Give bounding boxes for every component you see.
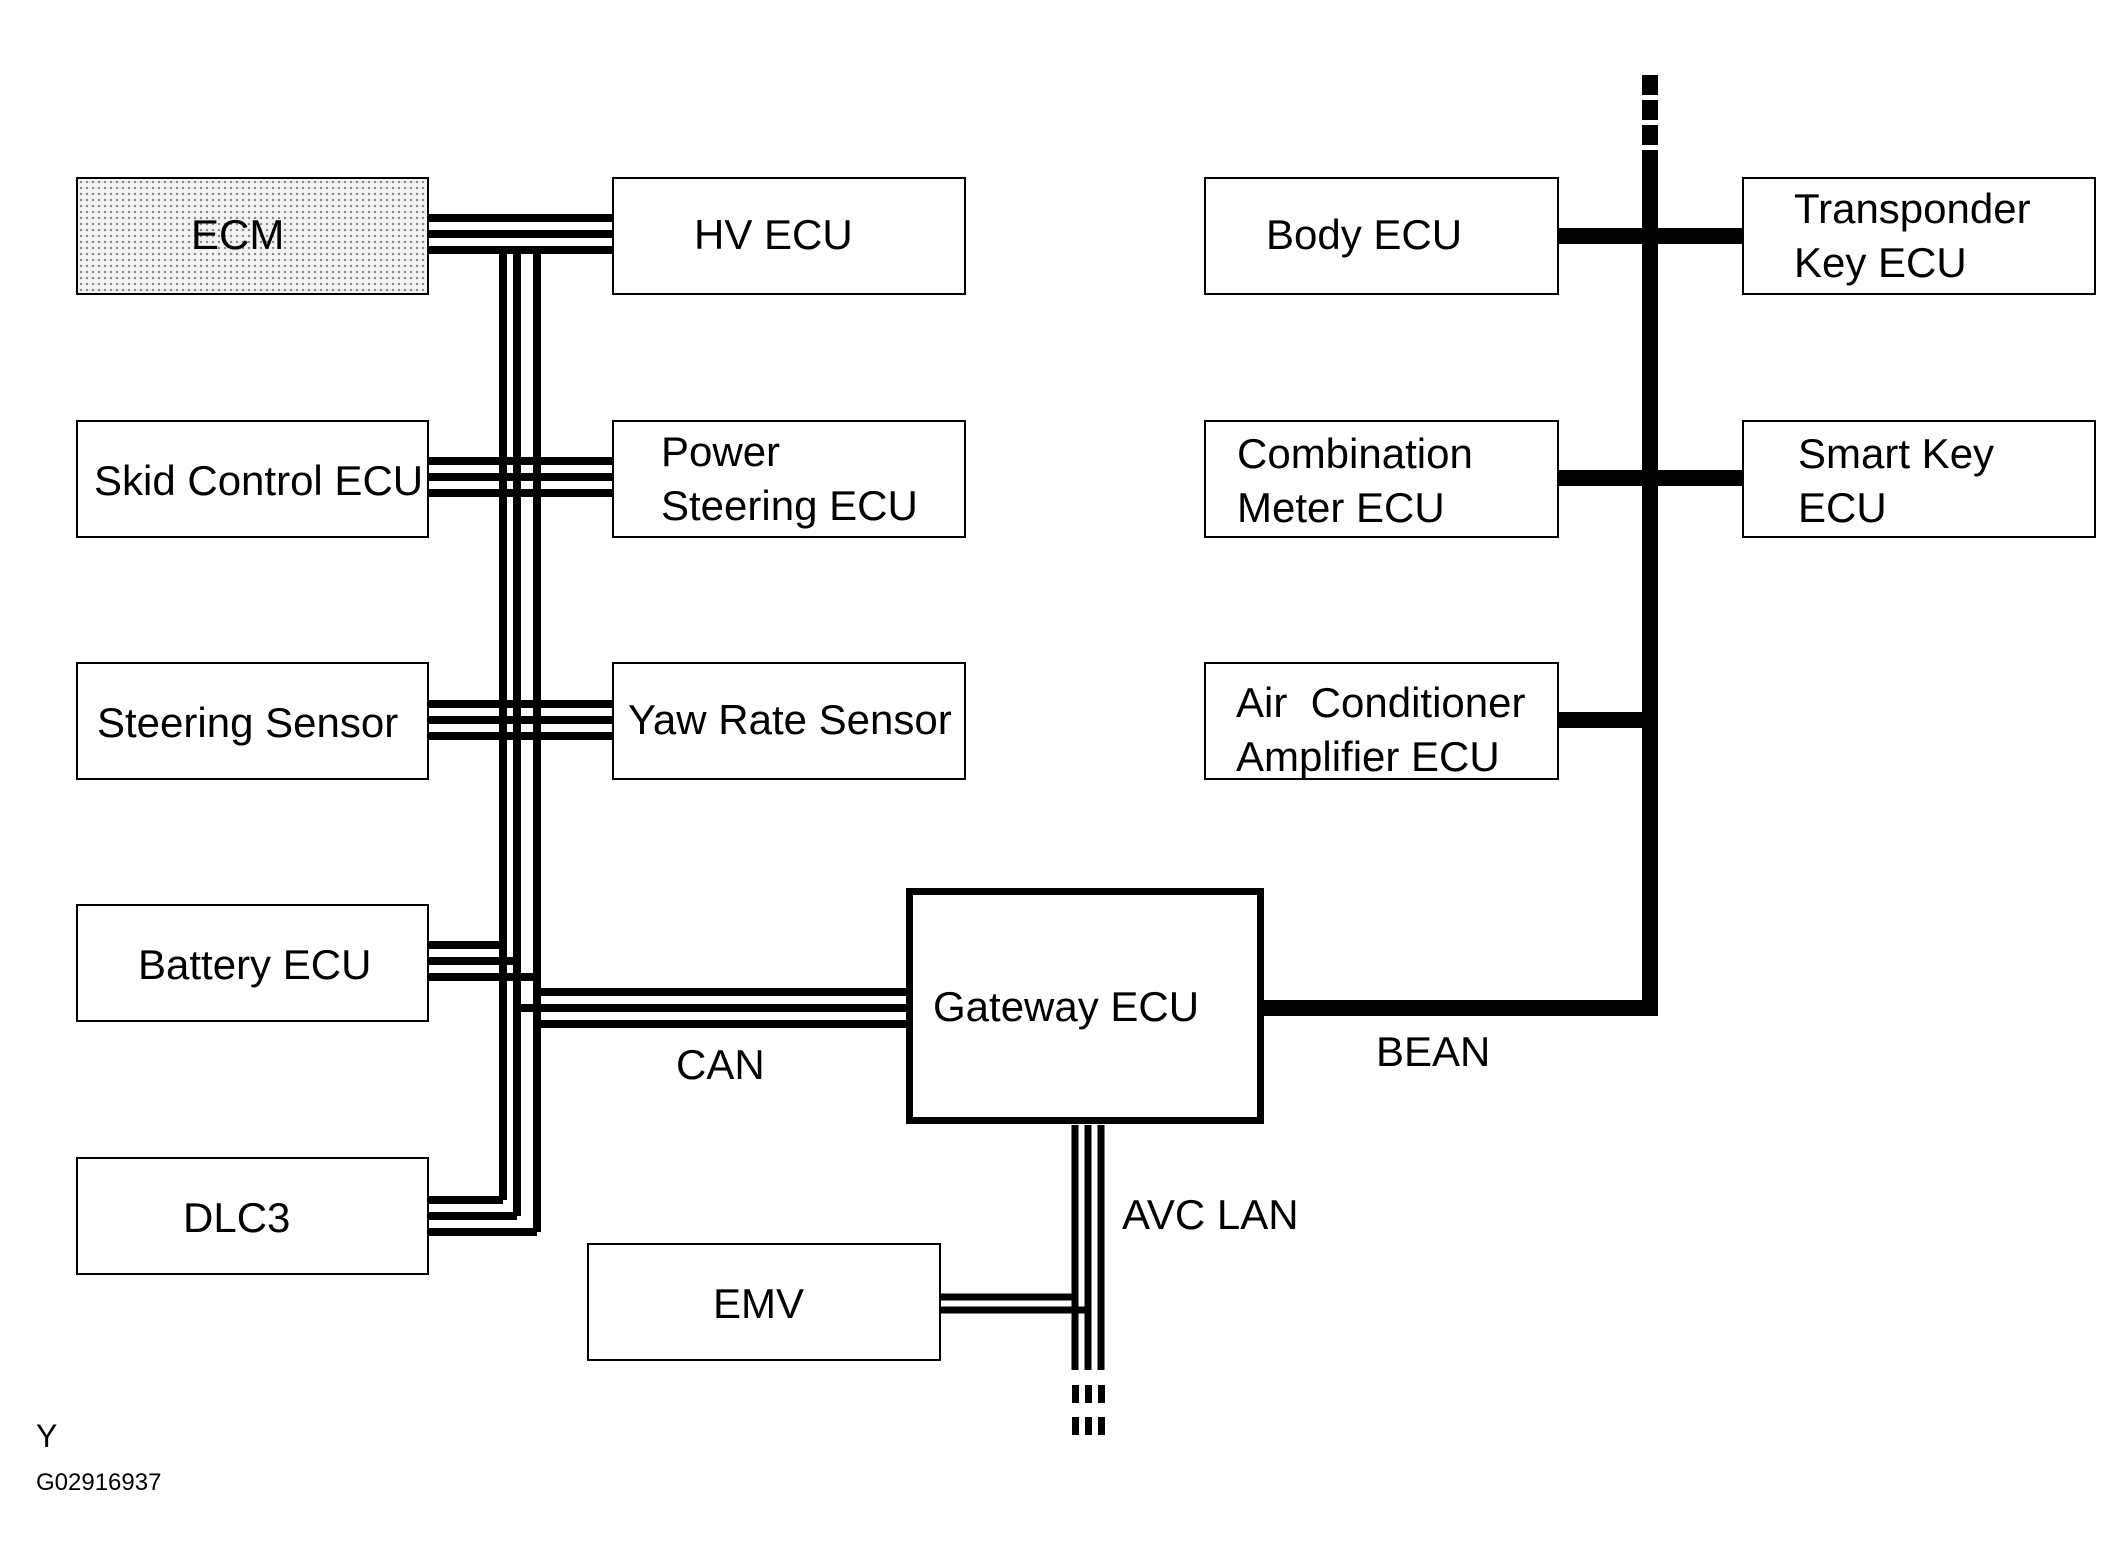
yaw-rate-sensor-label: Yaw Rate Sensor (628, 696, 952, 743)
emv-box: EMV (587, 1243, 941, 1361)
can-bus-label: CAN (676, 1041, 765, 1088)
bean-bus-continuation-dashes (1642, 75, 1658, 145)
power-steering-ecu-label-line1: Power (661, 428, 781, 475)
avc-lan-continuation-dashes (1072, 1385, 1105, 1435)
figure-id: G02916937 (36, 1469, 162, 1496)
skid-control-ecu-label: Skid Control ECU (94, 457, 424, 504)
gateway-ecu-label: Gateway ECU (933, 983, 1200, 1030)
dlc3-label: DLC3 (183, 1194, 291, 1241)
ecm-label: ECM (191, 211, 285, 258)
body-ecu-label: Body ECU (1266, 211, 1463, 258)
smart-key-ecu-label-line1: Smart Key (1798, 430, 1995, 477)
emv-label: EMV (713, 1280, 805, 1327)
smart-key-ecu-box: Smart Key ECU (1742, 420, 2096, 538)
transponder-key-ecu-label-line1: Transponder (1794, 185, 2031, 232)
body-ecu-box: Body ECU (1204, 177, 1559, 295)
battery-ecu-box: Battery ECU (76, 904, 429, 1022)
smart-key-ecu-label-line2: ECU (1798, 484, 1887, 531)
bean-bus (1258, 150, 1744, 1016)
avc-lan-bus (940, 1125, 1105, 1370)
steering-sensor-label: Steering Sensor (97, 699, 399, 746)
hv-ecu-label: HV ECU (694, 211, 853, 258)
ecm-box: ECM (76, 177, 429, 295)
transponder-key-ecu-label-line2: Key ECU (1794, 239, 1967, 286)
battery-ecu-label: Battery ECU (138, 941, 372, 988)
yaw-rate-sensor-box: Yaw Rate Sensor (612, 662, 966, 780)
air-conditioner-amplifier-ecu-label-line1: Air Conditioner (1236, 679, 1526, 726)
transponder-key-ecu-box: Transponder Key ECU (1742, 177, 2096, 295)
gateway-ecu-box: Gateway ECU (906, 888, 1264, 1124)
skid-control-ecu-box: Skid Control ECU (76, 420, 429, 538)
power-steering-ecu-label-line2: Steering ECU (661, 482, 918, 529)
combination-meter-ecu-label-line2: Meter ECU (1237, 484, 1445, 531)
dlc3-box: DLC3 (76, 1157, 429, 1275)
can-bus (427, 214, 910, 1236)
avc-lan-bus-label: AVC LAN (1122, 1191, 1299, 1238)
hv-ecu-box: HV ECU (612, 177, 966, 295)
combination-meter-ecu-label-line1: Combination (1237, 430, 1473, 477)
combination-meter-ecu-box: Combination Meter ECU (1204, 420, 1559, 538)
bean-bus-label: BEAN (1376, 1028, 1491, 1075)
air-conditioner-amplifier-ecu-box: Air Conditioner Amplifier ECU (1204, 662, 1559, 780)
air-conditioner-amplifier-ecu-label-line2: Amplifier ECU (1236, 733, 1500, 780)
power-steering-ecu-box: Power Steering ECU (612, 420, 966, 538)
steering-sensor-box: Steering Sensor (76, 662, 429, 780)
corner-mark: Y (36, 1418, 58, 1454)
